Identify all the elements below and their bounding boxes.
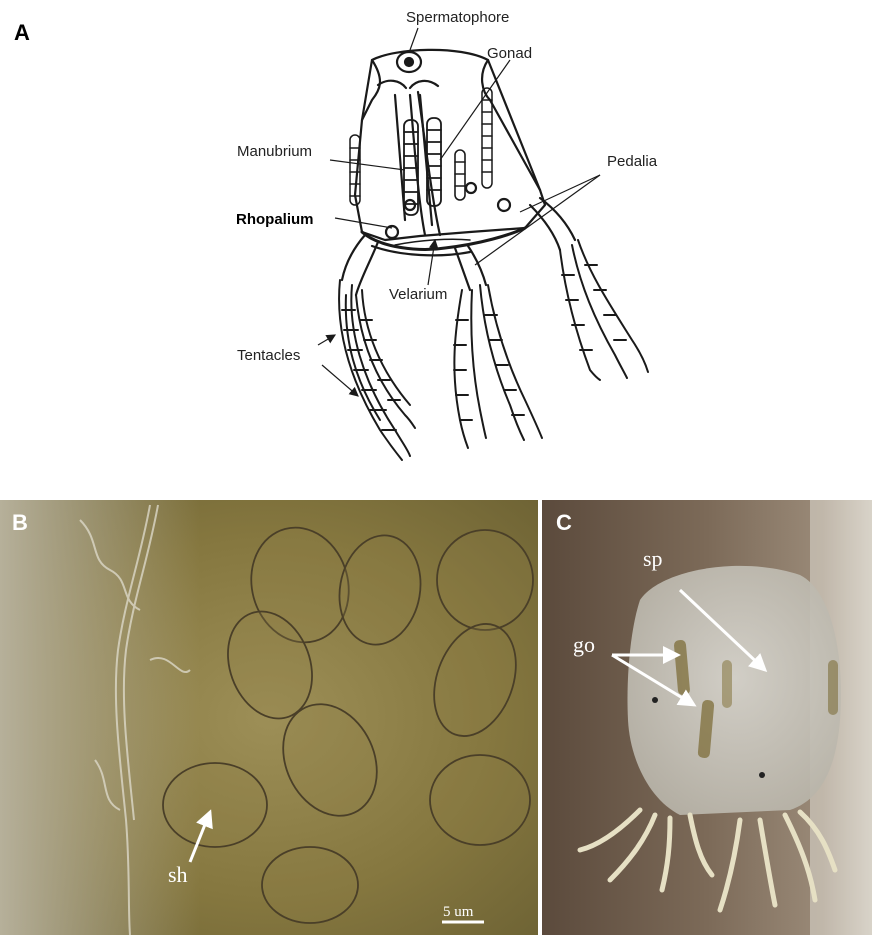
tentacles-middle: [454, 285, 542, 448]
label-gonad: Gonad: [487, 45, 532, 62]
label-sp: sp: [643, 546, 663, 571]
gonad-4: [828, 660, 838, 715]
rhopalium-dot-2: [759, 772, 765, 778]
jellyfish-bell: [628, 566, 841, 815]
panel-b: sh 5 um: [0, 500, 538, 935]
leader-spermatophore: [410, 28, 418, 50]
gonad-3: [722, 660, 732, 708]
cyst-sh: [163, 763, 267, 847]
panel-letter-a: A: [14, 20, 30, 46]
leader-rhopalium: [335, 218, 392, 228]
leader-pedalia-1: [520, 175, 600, 212]
panel-a: Spermatophore Gonad Manubrium Pedalia Rh…: [236, 9, 658, 460]
leader-tentacles-1: [318, 335, 335, 345]
panel-letter-b: B: [12, 510, 28, 536]
leader-tentacles-2: [322, 365, 358, 396]
label-velarium: Velarium: [389, 286, 447, 303]
rhopalium-dot-1: [652, 697, 658, 703]
leader-gonad: [440, 60, 510, 160]
label-pedalia: Pedalia: [607, 153, 658, 170]
leader-manubrium: [330, 160, 405, 170]
label-manubrium: Manubrium: [237, 143, 312, 160]
box-jellyfish-drawing: [339, 50, 648, 460]
panel-c: sp go: [542, 500, 872, 935]
label-spermatophore: Spermatophore: [406, 9, 509, 26]
label-tentacles: Tentacles: [237, 347, 300, 364]
leader-velarium: [428, 240, 435, 285]
leader-lines: [318, 28, 600, 396]
label-sh: sh: [168, 862, 188, 887]
tentacles-left: [339, 280, 415, 460]
tentacles-right: [560, 240, 648, 380]
scale-bar-label: 5 um: [443, 904, 474, 920]
label-go: go: [573, 632, 595, 657]
gonad-right-small: [455, 150, 465, 200]
label-rhopalium: Rhopalium: [236, 211, 314, 228]
panel-letter-c: C: [556, 510, 572, 536]
